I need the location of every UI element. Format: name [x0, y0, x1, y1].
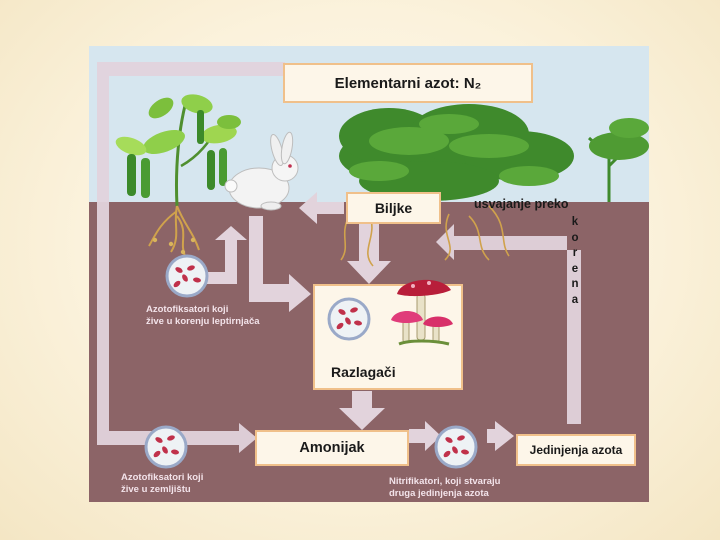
uptake-letter: e — [571, 262, 579, 275]
soil-fixers-caption: Azotofiksatori koji žive u zemljištu — [121, 472, 204, 495]
legume-plant-icon — [115, 94, 241, 257]
grass-plant-icon — [339, 104, 649, 267]
bacteria-cell-icon — [144, 425, 188, 469]
uptake-letter: n — [571, 278, 579, 290]
decomposers-label: Razlagači — [331, 364, 396, 380]
uptake-letter: k — [571, 216, 579, 228]
uptake-vertical-text: k o r e n a — [568, 215, 582, 308]
uptake-label: usvajanje preko — [474, 197, 569, 211]
nitrogen-compounds-box: Jedinjenja azota — [516, 434, 636, 466]
uptake-letter: o — [571, 231, 579, 244]
cycle-arrows — [97, 62, 581, 453]
bacteria-cell-icon — [327, 297, 371, 341]
uptake-letter: a — [571, 293, 579, 306]
ammonia-box: Amonijak — [255, 430, 409, 466]
uptake-letter: r — [572, 247, 578, 259]
nitrifiers-caption: Nitrifikatori, koji stvaraju druga jedin… — [389, 476, 501, 499]
elemental-nitrogen-label: Elementarni azot: N₂ — [334, 74, 482, 92]
decomposers-box: Razlagači — [313, 279, 463, 390]
plants-label: Biljke — [374, 200, 413, 216]
mushroom-icon — [391, 279, 453, 346]
ammonia-label: Amonijak — [299, 440, 365, 456]
root-fixers-caption: Azotofiksatori koji žive u korenju lepti… — [146, 304, 260, 327]
nitrogen-compounds-label: Jedinjenja azota — [529, 443, 623, 457]
plants-box: Biljke — [346, 192, 441, 224]
bacteria-cell-icon — [165, 254, 209, 298]
bacteria-cell-icon — [434, 425, 478, 469]
nitrogen-cycle-diagram: Elementarni azot: N₂ Biljke usvajanje pr… — [89, 46, 649, 502]
elemental-nitrogen-box: Elementarni azot: N₂ — [283, 63, 533, 103]
rabbit-icon — [224, 131, 299, 211]
